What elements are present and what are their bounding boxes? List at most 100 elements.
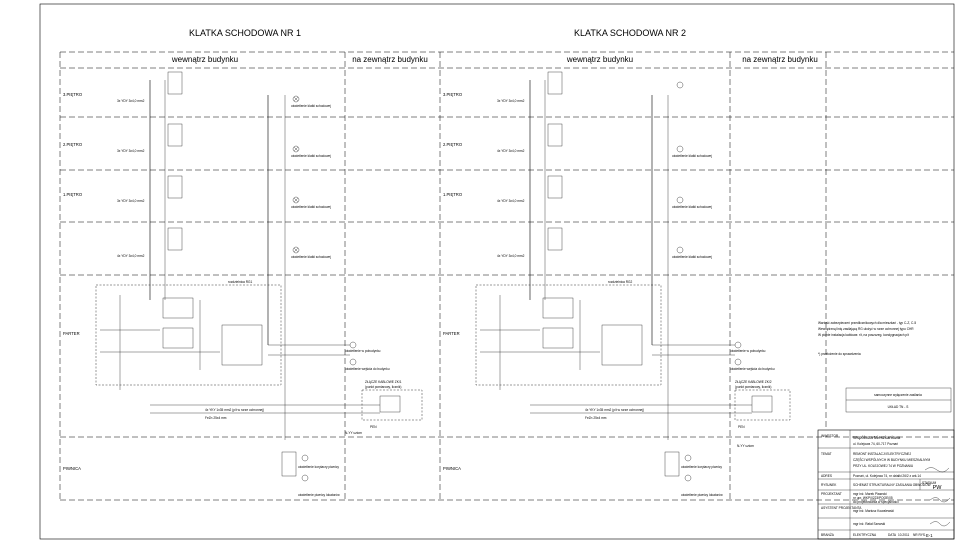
panel-label-1: rozdzielnica RG1 [228,280,252,284]
signature-2 [929,497,951,503]
num-label: NR RYS. [913,533,926,537]
notes: Wartość zabezpieczeń przedlicznikowych d… [818,321,952,413]
pen-label-2: PEN [738,425,745,429]
joint-label-1: ZŁĄCZE KABLOWE ZK/1 [365,380,402,384]
joint-note-2: (punkt pomiarowy, licznik) [735,385,771,389]
lamps-2: oświetlenie klatki schodowej oświetlenie… [672,81,712,259]
lighting-label-f2: oświetlenie klatki schodowej [291,154,331,158]
floor-ground-label: PARTER [63,331,80,336]
branch-label: BRANŻA [821,532,835,537]
checker-label: ASYSTENT PROJEKTANTA [821,506,862,510]
checker: mgr inż. Mariusz Kowalewski [853,509,894,513]
subject-3: PRZY UL. KOLEJOWEJ 74 W POZNANIU [853,464,914,468]
cable-joint-1: ZŁĄCZE KABLOWE ZK/1 (punkt pomiarowy, li… [150,380,423,435]
switchboard-rg2: rozdzielnica RG2 [475,280,735,390]
basement-light-1: oświetlenie korytarzy piwnicy [298,465,339,469]
branch: ELEKTRYCZNA [853,533,877,537]
cable-label-f0: 4x YDY 3x4,0 mm2 [117,254,145,258]
switchboard-rg1: rozdzielnica RG1 [95,280,350,390]
basement-light2-1: oświetlenie piwnicy lokatorów [298,493,340,497]
ground-lamps-1: oświetlenie w pobudynku oświetlenie wejś… [345,341,390,371]
floor-1-label-2: 1.PIĘTRO [443,192,463,197]
note-2: Wewnętrzną linię zasilającą RG ułożyć w … [818,327,914,331]
floor-2-label: 2.PIĘTRO [63,142,83,147]
lighting-2-f0: oświetlenie klatki schodowej [672,255,712,259]
staircase-1-title: KLATKA SCHODOWA NR 1 [189,28,301,38]
panel-label-2: rozdzielnica RG2 [608,280,632,284]
basement-1: oświetlenie korytarzy piwnicy oświetleni… [281,451,340,497]
ground-label-2: FeZn 25x4 mm [585,416,607,420]
cable-joint-2: ZŁĄCZE KABLOWE ZK/2 (punkt pomiarowy, li… [530,380,791,448]
cable-n-label-2: N-YY uziom [737,444,754,448]
address: Poznań, ul. Kolejowa 74, nr działki 26/2… [853,474,921,478]
basement-light2-2: oświetlenie piwnicy lokatorów [681,493,723,497]
date-label: DATA [888,533,897,537]
signature-1 [924,467,950,473]
drawing-label: RYSUNEK [821,483,837,487]
floor-2-label-2: 2.PIĘTRO [443,142,463,147]
investor: Wspólnota Mieszkaniowa [853,435,901,440]
ground-label-1: FeZn 25x4 mm [205,416,227,420]
stage: PW [933,485,943,491]
supply-label-2: 4x YKY 1x35 mm2 (p/t w rurze ochronnej) [585,408,644,412]
staircase-1-risers: 3x YDY 3x4,0 mm2 3x YDY 3x4,0 mm2 3x YDY… [117,80,286,440]
investor-address: ul. Kolejowa 74, 60-717 Poznań [853,442,898,446]
staircase-2-title: KLATKA SCHODOWA NR 2 [574,28,686,38]
subject-1: REMONT INSTALACJI ELEKTRYCZNEJ [853,452,911,456]
drawing-number: E-1 [926,533,933,538]
floor-3-label: 3.PIĘTRO [63,92,83,97]
designer-license-2: do projektowania w specjalności [853,500,899,504]
date: 10.2011 [898,533,910,537]
signature-3 [929,521,951,527]
cable-label-f2: 3x YDY 3x4,0 mm2 [117,149,145,153]
lighting-label-f3: oświetlenie klatki schodowej [291,104,331,108]
floor-grid [59,51,954,501]
note-1: Wartość zabezpieczeń przedlicznikowych d… [818,321,916,325]
lighting-label-f1: oświetlenie klatki schodowej [291,205,331,209]
joint-label-2: ZŁĄCZE KABLOWE ZK/2 [735,380,772,384]
pen-label-1: PEN [370,425,377,429]
investor-label: INWESTOR [821,434,839,438]
joint-note-1: (punkt pomiarowy, licznik) [365,385,401,389]
inside-header-2: wewnątrz budynku [566,55,633,64]
drawing-title: SCHEMAT STRUKTURALNY ZASILANIA OBWODÓW [853,482,931,487]
legend-2: UKŁAD TN - S [888,405,909,409]
floor-labels-right: 3.PIĘTRO 2.PIĘTRO 1.PIĘTRO PARTER PIWNIC… [443,92,463,471]
inside-header-1: wewnątrz budynku [171,55,238,64]
cable-label-2-f2: 4x YDY 3x4,0 mm2 [497,149,525,153]
address-label: ADRES [821,474,832,478]
ground-lamps-2: oświetlenie w pobudynku oświetlenie wejś… [730,341,775,371]
basement-light-2: oświetlenie korytarzy piwnicy [681,465,722,469]
lighting-label-f0: oświetlenie klatki schodowej [291,255,331,259]
cable-n-label-1: N-YY uziom [345,431,362,435]
title-block: INWESTOR Wspólnota Mieszkaniowa ul. Kole… [817,429,955,540]
note-star: *) przełożenie do sprawdzenia [818,352,861,356]
meter-boxes-1 [167,71,183,251]
entry-light-1: oświetlenie wejścia do budynku [345,367,390,371]
lighting-2-f1: oświetlenie klatki schodowej [672,205,712,209]
cable-label-2-f0: 4x YDY 3x4,0 mm2 [497,254,525,258]
floor-basement-label: PIWNICA [63,466,81,471]
subject-2: CZĘŚCI WSPÓLNYCH W BUDYNKU MIESZKALNYM [853,457,931,462]
subject-label: TEMAT [821,452,832,456]
designer-label: PROJEKTANT [821,492,842,496]
designer-license: nr upr. WKP/0223/POOE/05 [853,496,893,500]
supply-label-1: 4x YKY 1x35 mm2 (p/t w rurze ochronnej) [205,408,264,412]
outside-header-1: na zewnątrz budynku [352,55,428,64]
lamps-1: oświetlenie klatki schodowej oświetlenie… [291,95,331,259]
lighting-2-f2: oświetlenie klatki schodowej [672,154,712,158]
parter-light-2: oświetlenie w pobudynku [730,349,766,353]
parter-light-1: oświetlenie w pobudynku [345,349,381,353]
designer: mgr inż. Marek Piasecki [853,492,887,496]
cable-label-2-f3: 3x YDY 3x4,0 mm2 [497,99,525,103]
basement-2: oświetlenie korytarzy piwnicy oświetleni… [664,451,723,497]
stage-label: STADIUM [922,481,936,485]
floor-3-label-2: 3.PIĘTRO [443,92,463,97]
meter-boxes-2 [547,71,563,251]
staircase-2-risers: 3x YDY 3x4,0 mm2 4x YDY 3x4,0 mm2 4x YDY… [497,80,669,440]
note-3: W pionie instalacja kablowa: r/t, na pos… [818,333,909,337]
floor-labels-left: 3.PIĘTRO 2.PIĘTRO 1.PIĘTRO PARTER PIWNIC… [63,92,83,471]
cable-label-f1: 3x YDY 3x4,0 mm2 [117,199,145,203]
floor-ground-label-2: PARTER [443,331,460,336]
